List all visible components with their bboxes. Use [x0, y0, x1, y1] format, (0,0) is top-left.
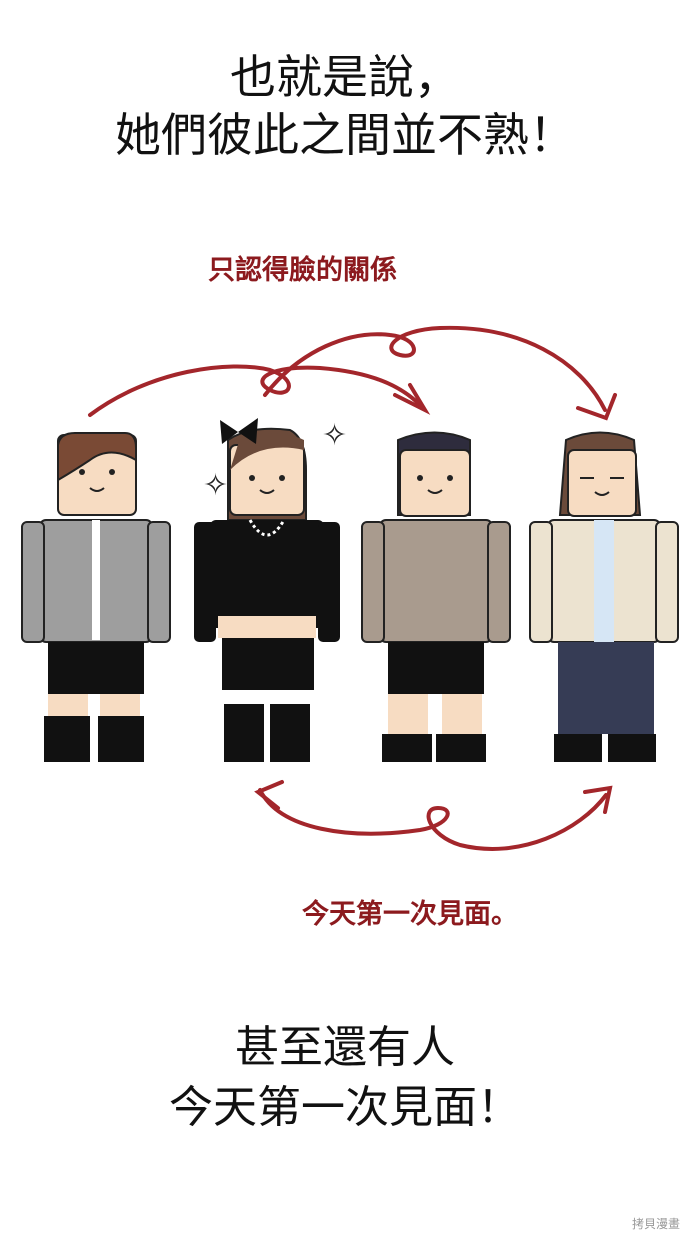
- arrowhead-3: [393, 383, 431, 415]
- bottom-caption-line-1: 甚至還有人: [235, 1022, 455, 1073]
- character-4: [529, 431, 679, 762]
- arrowhead-right: [583, 785, 613, 814]
- acquaintance-arrows: [88, 325, 617, 421]
- first-meeting-label: 今天第一次見面。: [302, 899, 518, 930]
- character-3: [361, 431, 511, 762]
- first-meeting-arrows: [254, 780, 613, 851]
- svg-text:✧: ✧: [322, 418, 347, 453]
- characters-illustration: ✧ ✧: [21, 325, 679, 851]
- arrowhead-left: [254, 780, 284, 810]
- top-caption-line-1: 也就是說，: [230, 50, 460, 104]
- acquaintance-label: 只認得臉的關係: [208, 255, 397, 286]
- bottom-caption: 甚至還有人 今天第一次見面！: [0, 1018, 690, 1138]
- arrowhead-4: [576, 393, 617, 421]
- svg-text:✧: ✧: [203, 468, 228, 503]
- watermark: 拷貝漫畫: [631, 1217, 680, 1231]
- top-caption: 也就是說， 她們彼此之間並不熟！: [0, 48, 690, 164]
- bow: [220, 418, 258, 444]
- top-caption-line-2: 她們彼此之間並不熟！: [115, 108, 575, 162]
- bottom-caption-line-2: 今天第一次見面！: [169, 1082, 521, 1133]
- character-1: [21, 432, 171, 762]
- arrow-bottom: [258, 788, 608, 851]
- character-2: ✧ ✧: [194, 418, 347, 762]
- arrow-1-to-3: [88, 364, 422, 417]
- arrow-2-to-4: [263, 325, 607, 412]
